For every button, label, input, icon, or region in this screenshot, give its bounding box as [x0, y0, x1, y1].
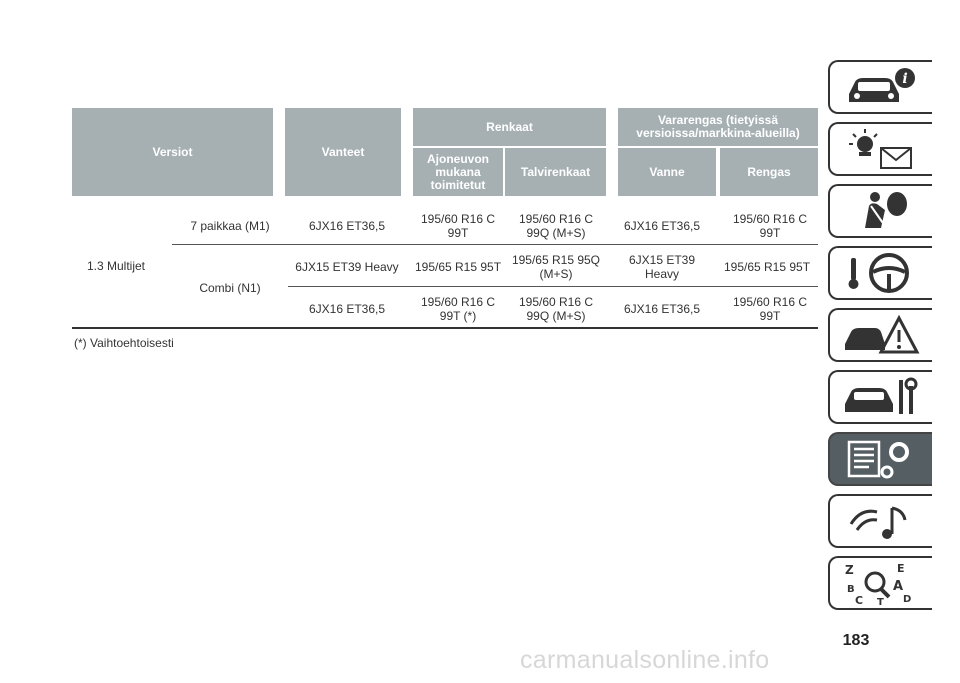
tab-safety[interactable] — [828, 184, 932, 238]
header-winter-tyres: Talvirenkaat — [505, 148, 606, 196]
alphabetical-index-search-icon: Z E B A C D T — [845, 562, 911, 606]
spare-rim-cell: 6JX16 ET36,5 — [623, 219, 701, 233]
spare-tyre-cell: 195/60 R16 C 99T — [732, 212, 808, 240]
header-spare-wheel: Vararengas (tietyissä versioissa/markkin… — [618, 108, 818, 146]
car-info-icon: i — [849, 68, 915, 102]
car-maintenance-tools-icon — [845, 377, 918, 414]
tab-dashboard[interactable] — [828, 122, 932, 176]
tab-multimedia[interactable] — [828, 494, 932, 548]
header-supplied-tyres: Ajoneuvon mukana toimitetut — [413, 148, 503, 196]
tab-starting-driving[interactable] — [828, 246, 932, 300]
header-rims: Vanteet — [285, 108, 401, 196]
spare-rim-cell: 6JX16 ET36,5 — [623, 302, 701, 316]
dashboard-lights-message-icon — [849, 129, 912, 169]
steering-wheel-key-icon — [848, 253, 909, 293]
svg-text:C: C — [855, 594, 863, 606]
tab-car-info[interactable]: i — [828, 60, 932, 114]
svg-text:D: D — [903, 594, 911, 605]
svg-text:B: B — [847, 584, 855, 595]
winter-tyre-cell: 195/60 R16 C 99Q (M+S) — [518, 295, 594, 323]
spare-tyre-cell: 195/65 R15 95T — [723, 260, 811, 274]
rim-cell: 6JX15 ET39 Heavy — [295, 260, 399, 274]
supplied-tyre-cell: 195/60 R16 C 99T (*) — [420, 295, 496, 323]
variant-cell: Combi (N1) — [199, 281, 261, 295]
header-spare-rim: Vanne — [618, 148, 716, 196]
svg-text:Z: Z — [845, 563, 854, 577]
supplied-tyre-cell: 195/65 R15 95T — [414, 260, 502, 274]
svg-text:T: T — [877, 597, 884, 606]
breakdown-warning-triangle-icon — [845, 314, 920, 354]
technical-data-gears-icon — [847, 440, 909, 479]
winter-tyre-cell: 195/65 R15 95Q (M+S) — [511, 253, 601, 281]
header-versions: Versiot — [72, 108, 273, 196]
engine-cell: 1.3 Multijet — [86, 259, 146, 273]
row-divider — [172, 244, 818, 245]
header-tyres: Renkaat — [413, 108, 606, 146]
tab-index[interactable]: Z E B A C D T — [828, 556, 932, 610]
footnote: (*) Vaihtoehtoisesti — [74, 336, 174, 350]
header-spare-tyre: Rengas — [720, 148, 818, 196]
variant-cell: 7 paikkaa (M1) — [190, 219, 270, 233]
page-number: 183 — [842, 632, 870, 649]
svg-text:i: i — [902, 71, 907, 87]
tab-servicing[interactable] — [828, 370, 932, 424]
spare-tyre-cell: 195/60 R16 C 99T — [732, 295, 808, 323]
watermark[interactable]: carmanualsonline.info — [520, 646, 770, 674]
row-divider — [288, 286, 818, 287]
supplied-tyre-cell: 195/60 R16 C 99T — [420, 212, 496, 240]
svg-text:E: E — [897, 562, 905, 575]
rim-cell: 6JX16 ET36,5 — [308, 219, 386, 233]
winter-tyre-cell: 195/60 R16 C 99Q (M+S) — [518, 212, 594, 240]
table-bottom-rule — [72, 327, 818, 329]
spare-rim-cell: 6JX15 ET39 Heavy — [628, 253, 696, 281]
multimedia-music-icon — [849, 506, 907, 539]
rim-cell: 6JX16 ET36,5 — [308, 302, 386, 316]
airbag-seatbelt-icon — [865, 192, 907, 228]
tab-emergency[interactable] — [828, 308, 932, 362]
tab-technical-data[interactable] — [828, 432, 932, 486]
svg-text:A: A — [893, 579, 903, 594]
